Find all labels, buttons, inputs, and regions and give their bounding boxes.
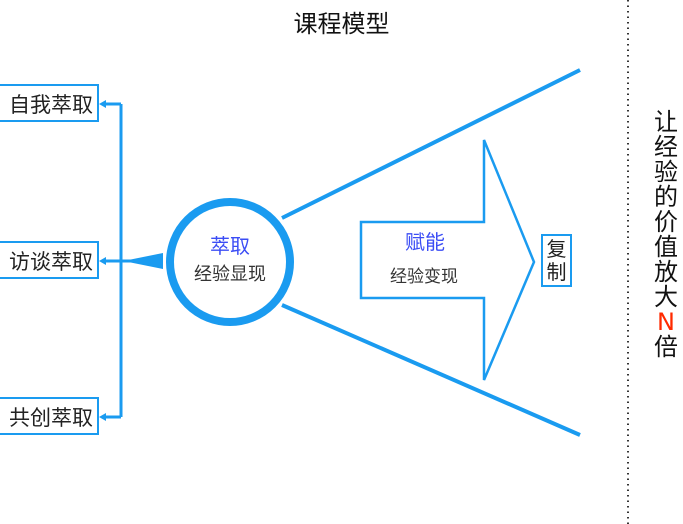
page-title: 课程模型 <box>293 10 390 38</box>
arrow-subtitle: 经验变现 <box>390 267 458 287</box>
extraction-circle <box>166 198 294 326</box>
slogan-char: 值 <box>654 233 678 261</box>
arrowhead-main <box>123 253 163 269</box>
arrowhead-small <box>99 100 106 108</box>
circle-title: 萃取 <box>210 234 250 258</box>
slogan-char: 验 <box>654 158 678 186</box>
funnel-line-bottom <box>281 303 581 437</box>
method-box-interview: 访谈萃取 <box>0 241 99 279</box>
slogan-highlight-n: N <box>657 308 675 336</box>
arrowhead-small <box>99 413 106 421</box>
circle-subtitle: 经验显现 <box>194 264 266 285</box>
slogan-char: 价 <box>654 208 678 236</box>
slogan-char: 倍 <box>654 333 678 361</box>
slogan-char: 放 <box>654 258 678 286</box>
slogan-char: 经 <box>654 133 678 161</box>
method-box-cocreate: 共创萃取 <box>0 397 99 435</box>
method-box-self: 自我萃取 <box>0 84 99 122</box>
copy-box: 复制 <box>541 234 572 287</box>
empowerment-arrow <box>359 139 536 381</box>
arrowhead-small <box>99 257 106 265</box>
slogan-char: 大 <box>654 283 678 311</box>
arrow-title: 赋能 <box>405 230 445 254</box>
slogan-char: 让 <box>654 108 678 136</box>
slogan-char: 的 <box>654 183 678 211</box>
side-slogan: 让 经 验 的 价 值 放 大 N 倍 <box>652 110 680 360</box>
funnel-line-top <box>281 68 581 220</box>
